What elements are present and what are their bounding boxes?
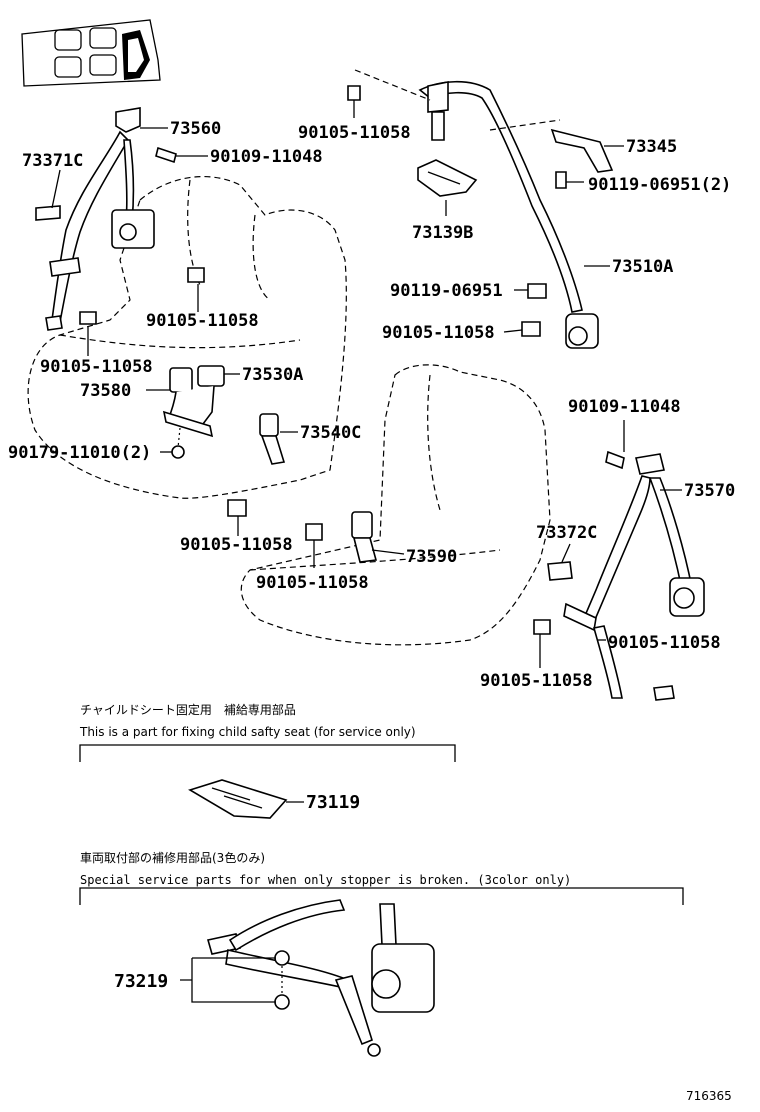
label-73510A: 73510A <box>612 257 673 277</box>
label-90109-11048-left: 90109-11048 <box>210 147 323 167</box>
left-outer-belt-assembly <box>35 107 155 331</box>
label-73119: 73119 <box>306 792 360 813</box>
rear-buckles <box>162 365 225 449</box>
upper-anchor-plate <box>417 159 478 197</box>
label-90119-06951-2: 90119-06951(2) <box>588 175 731 195</box>
right-outer-belt-assembly <box>547 453 705 699</box>
stopper-illustration <box>206 899 435 1057</box>
label-73570: 73570 <box>684 481 735 501</box>
label-73580: 73580 <box>80 381 131 401</box>
label-90119-06951: 90119-06951 <box>390 281 503 301</box>
label-73345: 73345 <box>626 137 677 157</box>
label-73530A: 73530A <box>242 365 303 385</box>
front-buckle <box>351 511 378 563</box>
child-seat-note-jp: チャイルドシート固定用 補給専用部品 <box>80 702 296 717</box>
stopper-note-jp: 車両取付部の補修用部品(3色のみ) <box>80 850 265 865</box>
label-90105-11058-a: 90105-11058 <box>146 311 259 331</box>
stopper-note-en: Special service parts for when only stop… <box>80 873 571 887</box>
rear-seat-outline <box>27 175 347 499</box>
label-90105-11058-g: 90105-11058 <box>480 671 593 691</box>
figure-id: 716365 <box>686 1089 732 1103</box>
label-90105-11058-b: 90105-11058 <box>40 357 153 377</box>
label-90105-11058-c: 90105-11058 <box>180 535 293 555</box>
front-seat-outline <box>240 364 551 646</box>
child-seat-anchor-plate <box>188 779 288 819</box>
label-90105-11058-top: 90105-11058 <box>298 123 411 143</box>
child-seat-note-en: This is a part for fixing child safty se… <box>79 725 416 739</box>
label-90179-11010: 90179-11010(2) <box>8 443 151 463</box>
cover-bracket <box>550 128 614 173</box>
label-73560: 73560 <box>170 119 221 139</box>
label-73139B: 73139B <box>412 223 473 243</box>
label-90109-11048-right: 90109-11048 <box>568 397 681 417</box>
rear-center-buckle <box>259 413 286 465</box>
label-90105-11058-d: 90105-11058 <box>256 573 369 593</box>
label-73371C: 73371C <box>22 151 83 171</box>
bolts <box>79 85 675 701</box>
label-73219: 73219 <box>114 971 168 992</box>
label-90105-11058-f: 90105-11058 <box>608 633 721 653</box>
leader-lines <box>51 100 682 1003</box>
note-brackets <box>79 744 684 905</box>
label-73540C: 73540C <box>300 423 361 443</box>
center-upper-belt-assembly <box>354 69 599 349</box>
label-73372C: 73372C <box>536 523 597 543</box>
vehicle-seat-locator-icon <box>21 19 161 87</box>
label-90105-11058-e: 90105-11058 <box>382 323 495 343</box>
label-73590: 73590 <box>406 547 457 567</box>
